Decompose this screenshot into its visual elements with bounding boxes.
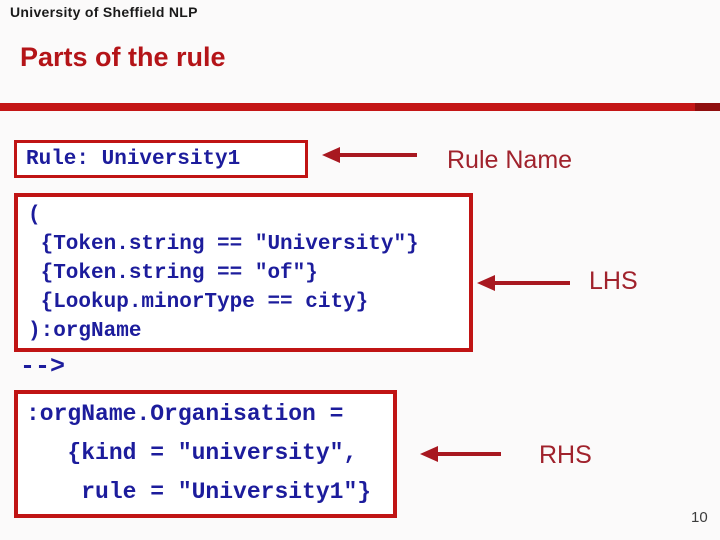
lhs-code-line: {Token.string == "University"} bbox=[28, 233, 419, 256]
arrow-head bbox=[322, 147, 340, 163]
arrow-head bbox=[420, 446, 438, 462]
lhs-arrow-left-icon bbox=[477, 275, 570, 291]
rhs-code-line: {kind = "university", bbox=[26, 440, 358, 466]
title-divider-bar bbox=[0, 103, 720, 111]
rhs-code-line: :orgName.Organisation = bbox=[26, 401, 344, 427]
arrow-shaft bbox=[438, 452, 501, 456]
rule-name-code: Rule: University1 bbox=[26, 147, 241, 171]
lhs-code-line: ):orgName bbox=[28, 320, 142, 343]
title-divider-bar-end bbox=[695, 103, 720, 111]
organisation-header: University of Sheffield NLP bbox=[10, 4, 198, 20]
arrow-shaft bbox=[340, 153, 417, 157]
lhs-code-line: {Lookup.minorType == city} bbox=[28, 291, 369, 314]
rhs-label: RHS bbox=[539, 441, 592, 469]
rhs-box: :orgName.Organisation = {kind = "univers… bbox=[14, 390, 397, 518]
page-title: Parts of the rule bbox=[20, 42, 226, 72]
rule-name-label: Rule Name bbox=[447, 146, 573, 174]
arrow-shaft bbox=[495, 281, 570, 285]
rule-name-box: Rule: University1 bbox=[14, 140, 308, 178]
arrow-head bbox=[477, 275, 495, 291]
rhs-arrow-left-icon bbox=[420, 446, 501, 462]
lhs-code-line: {Token.string == "of"} bbox=[28, 262, 318, 285]
rule-name-arrow-left-icon bbox=[322, 147, 417, 163]
rhs-code-line: rule = "University1"} bbox=[26, 479, 372, 505]
lhs-box: ( {Token.string == "University"} {Token.… bbox=[14, 193, 473, 352]
lhs-rhs-separator: --> bbox=[20, 352, 66, 381]
lhs-code-line: ( bbox=[28, 204, 41, 227]
page-number: 10 bbox=[691, 509, 708, 526]
lhs-label: LHS bbox=[589, 267, 638, 295]
